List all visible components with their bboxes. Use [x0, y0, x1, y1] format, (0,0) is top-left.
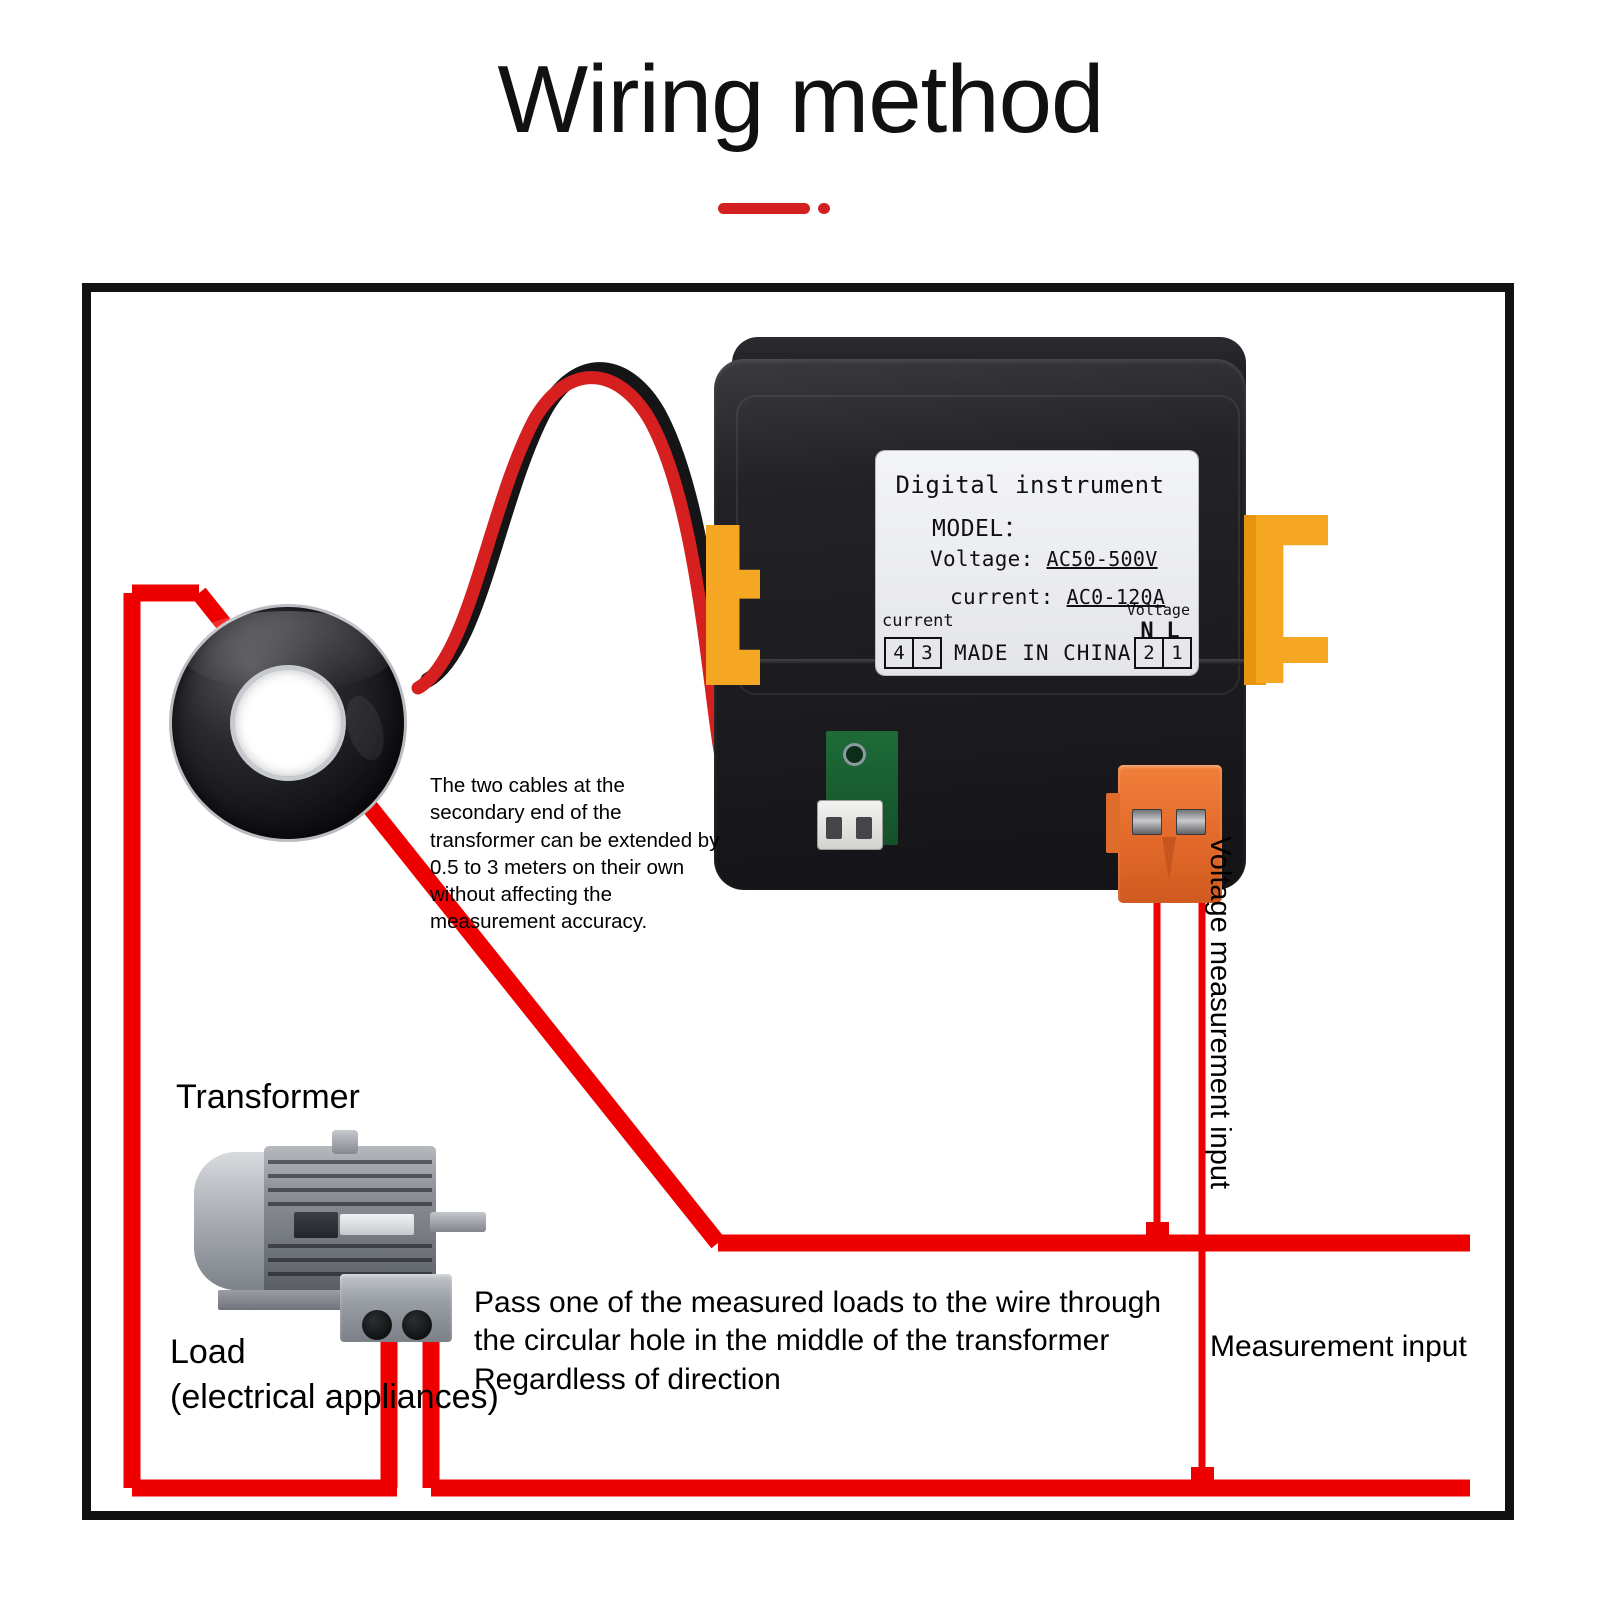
terminal-3: 3 [912, 637, 942, 669]
terminal-block-screw-l [1176, 809, 1206, 835]
connector-pin-a [826, 817, 842, 839]
motor-terminal-port-a [362, 1310, 392, 1340]
motor-terminal-port-b [402, 1310, 432, 1340]
label-current-key: current: [950, 585, 1054, 609]
motor-shaft [430, 1212, 486, 1232]
motor-nameplate [340, 1214, 414, 1235]
voltage-terminal-group: 2 1 [1134, 637, 1192, 669]
voltage-measurement-input-label: Voltage measurement input [1204, 836, 1236, 1190]
label-current-row: current: AC0-120A [950, 585, 1165, 609]
ct-input-connector [818, 801, 882, 849]
meter-spec-label: Digital instrument MODEL： Voltage: AC50-… [876, 451, 1198, 675]
electric-motor [190, 1130, 490, 1342]
label-voltage-group-caption: Voltage [1126, 601, 1190, 619]
label-voltage-key: Voltage: [930, 547, 1034, 571]
terminal-block-divider [1162, 837, 1176, 881]
ct-cable-red [411, 371, 757, 815]
voltage-terminal-block [1106, 765, 1222, 903]
motor-fin [268, 1244, 432, 1248]
label-origin: MADE IN CHINA [954, 641, 1132, 665]
motor-lifting-eye [332, 1130, 358, 1154]
terminal-2: 2 [1134, 637, 1164, 669]
current-terminal-group: 4 3 [884, 637, 942, 669]
pass-load-through-toroid-note: Pass one of the measured loads to the wi… [474, 1286, 1162, 1396]
mounting-clip-right-bar [1256, 637, 1328, 663]
page-title: Wiring method [497, 46, 1105, 153]
motor-fin [268, 1188, 432, 1192]
terminal-block-ear [1106, 793, 1120, 853]
load-label-line2: (electrical appliances) [170, 1377, 499, 1416]
motor-fin [268, 1160, 432, 1164]
current-transformer-toroid [172, 607, 404, 839]
ct-cable-extension-note: The two cables at the secondary end of t… [430, 774, 720, 934]
motor-fin [268, 1258, 432, 1262]
label-model: MODEL： [932, 516, 1028, 542]
motor-fin [268, 1202, 432, 1206]
terminal-4: 4 [884, 637, 914, 669]
label-current-value: AC0-120A [1066, 585, 1166, 609]
terminal-1: 1 [1162, 637, 1192, 669]
digital-panel-meter: Digital instrument MODEL： Voltage: AC50-… [706, 337, 1328, 904]
label-heading: Digital instrument [895, 471, 1165, 499]
transformer-label: Transformer [176, 1078, 360, 1116]
meter-housing: Digital instrument MODEL： Voltage: AC50-… [714, 359, 1246, 890]
title-dash [718, 203, 810, 214]
motor-fin [268, 1174, 432, 1178]
title-underline-decoration [718, 203, 830, 214]
label-voltage-value: AC50-500V [1046, 547, 1158, 571]
label-current-group-caption: current [882, 611, 954, 631]
motor-terminal-box [340, 1274, 452, 1342]
toroid-center-hole [235, 670, 341, 776]
measurement-input-label: Measurement input [1210, 1330, 1467, 1363]
load-label-line1: Load [170, 1333, 246, 1371]
pcb-mounting-hole [846, 746, 863, 763]
label-voltage-row: Voltage: AC50-500V [930, 547, 1158, 571]
title-dot [818, 203, 830, 214]
connector-pin-b [856, 817, 872, 839]
motor-brush-block [294, 1212, 338, 1238]
load-label: Load (electrical appliances) [170, 1330, 530, 1420]
terminal-block-screw-n [1132, 809, 1162, 835]
